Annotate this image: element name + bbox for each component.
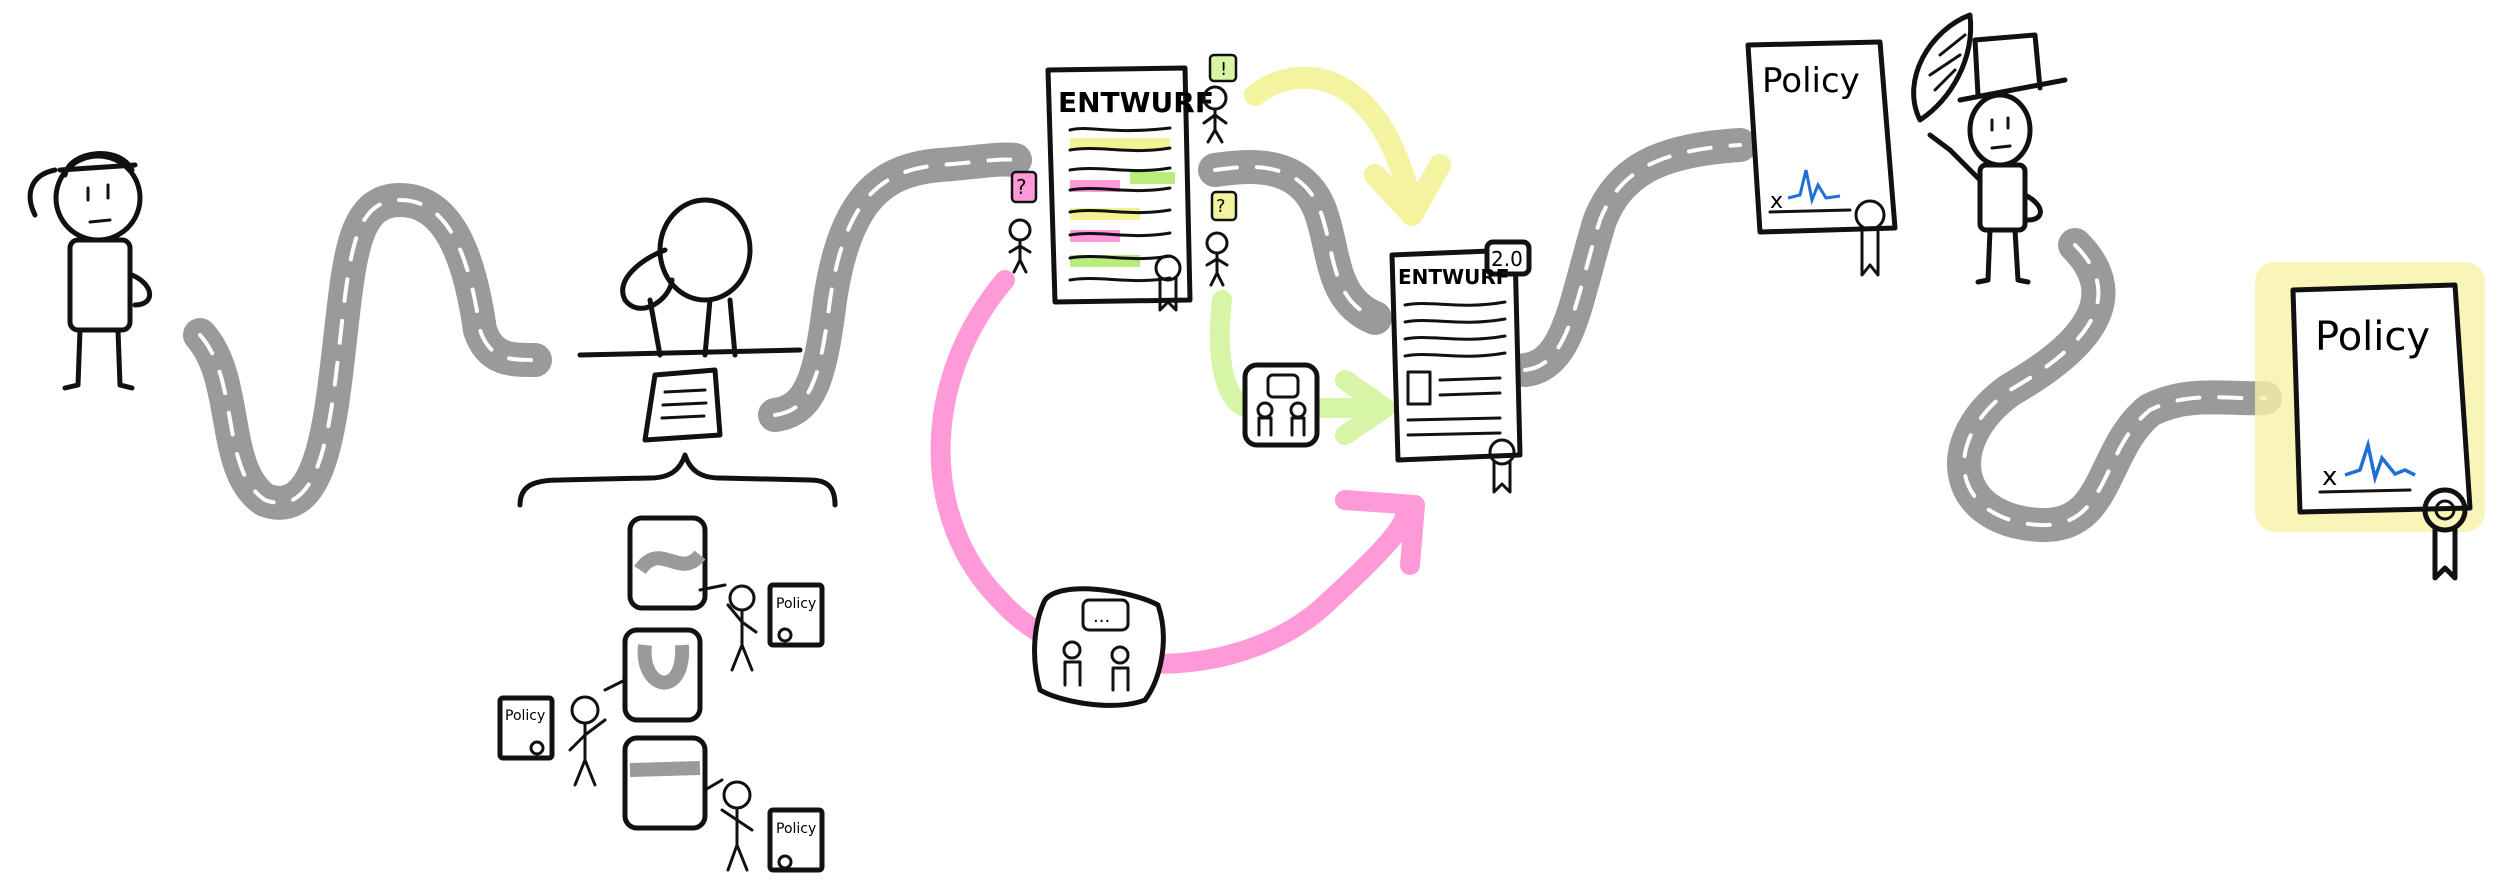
variant-policy-title-3: Policy — [776, 821, 816, 837]
variant-route-3 — [622, 735, 754, 872]
variant-policy-title-1: Policy — [776, 596, 816, 612]
variant-policy-doc-1: Policy — [767, 582, 825, 648]
road-segment-2 — [758, 142, 1032, 432]
variant-policy-doc-2: Policy — [497, 695, 555, 761]
yellow-arrow — [1244, 66, 1451, 226]
policy-signing-title: Policy — [1762, 61, 1860, 101]
final-policy-mark: x — [2322, 462, 2337, 492]
curly-brace — [517, 452, 838, 508]
quill-icon — [1911, 12, 1974, 123]
reviewer-question-mark-2: ? — [1216, 196, 1226, 217]
variant-route-2 — [568, 627, 703, 787]
reviewer-question-mark-1: ? — [1016, 175, 1027, 199]
meeting-bubble-text: ... — [1093, 606, 1110, 627]
variant-policy-title-2: Policy — [505, 708, 545, 724]
policy-signing-doc: Policy x — [1745, 39, 1898, 277]
final-policy-title: Policy — [2315, 314, 2430, 360]
reviewer-question-1: ? — [1008, 170, 1038, 274]
final-policy-doc: Policy x — [2255, 262, 2485, 581]
thinking-person-icon — [577, 197, 803, 358]
draft-document: ENTWURF — [1045, 65, 1214, 312]
draft-title: ENTWURF — [1058, 86, 1214, 119]
draft-document-v2: 2.0 ENTWURF — [1389, 239, 1532, 494]
variant-route-1 — [627, 515, 758, 672]
road-segment-4 — [1508, 128, 1757, 387]
policy-signing-mark: x — [1770, 189, 1783, 214]
road-segment-5 — [1947, 228, 2282, 542]
reviewer-question-2: ? — [1205, 190, 1238, 287]
meeting-icon: ... — [1032, 586, 1166, 708]
pink-arrow — [930, 270, 1425, 674]
small-meeting-icon — [1242, 362, 1320, 448]
reviewer-comment-mark: ! — [1220, 59, 1227, 80]
road-segment-3 — [1198, 150, 1392, 335]
official-person-icon — [1927, 32, 2068, 285]
reviewer-comment: ! — [1202, 53, 1238, 144]
notepad-icon — [642, 367, 723, 443]
draft-v2-version: 2.0 — [1491, 247, 1523, 271]
road-segment-1 — [183, 183, 552, 520]
confused-person-icon — [27, 151, 153, 391]
variant-policy-doc-3: Policy — [767, 807, 825, 873]
draft-v2-title: ENTWURF — [1398, 265, 1509, 289]
